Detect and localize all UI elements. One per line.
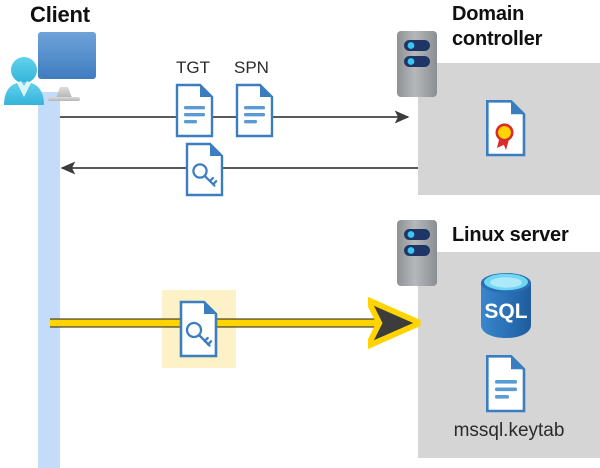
page-title-domain-controller: Domain controller bbox=[452, 3, 543, 50]
sql-database-label: SQL bbox=[484, 300, 527, 323]
key-document-icon-keytab bbox=[179, 300, 218, 358]
page-title-client: Client bbox=[30, 2, 90, 27]
text-document-icon-tgt bbox=[175, 83, 214, 138]
key-document-icon-ticket bbox=[185, 142, 224, 197]
client-lifeline bbox=[38, 92, 60, 468]
text-document-icon-spn bbox=[235, 83, 274, 138]
label-keytab-file: mssql.keytab bbox=[453, 420, 565, 441]
text-document-icon-keytab-file bbox=[486, 355, 526, 413]
sql-database-icon: SQL bbox=[481, 273, 531, 338]
label-tgt: TGT bbox=[176, 58, 210, 77]
certificate-document-icon bbox=[486, 100, 526, 157]
server-rack-icon-domain-controller bbox=[397, 31, 437, 97]
label-spn: SPN bbox=[234, 58, 269, 77]
server-rack-icon-linux-server bbox=[397, 220, 437, 286]
user-monitor-icon bbox=[4, 32, 96, 105]
page-title-linux-server: Linux server bbox=[452, 224, 569, 246]
